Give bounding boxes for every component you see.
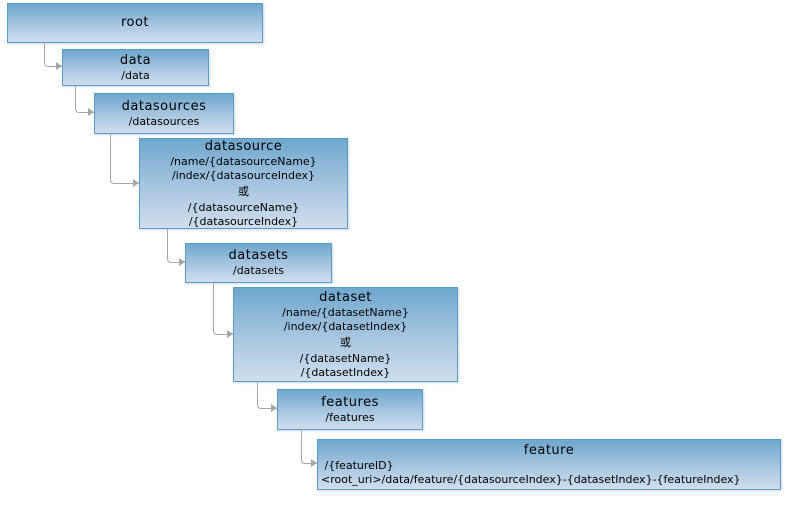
connector-data-datasources [75, 86, 94, 113]
node-path: /name/{datasourceName} [170, 154, 317, 168]
node-title: feature [523, 442, 575, 458]
node-path: /{datasourceName} [187, 200, 300, 214]
node-path: /data [121, 68, 150, 82]
node-data: data /data [62, 49, 209, 86]
connector-datasource-datasets [167, 229, 185, 263]
arrowhead-icon [56, 62, 62, 70]
node-title: features [321, 394, 379, 410]
node-title: datasource [204, 138, 283, 154]
node-path: /features [325, 410, 375, 424]
node-path: /datasets [232, 264, 285, 277]
node-title: dataset [319, 289, 372, 305]
connector-datasources-datasource [110, 134, 139, 184]
node-path: /index/{datasetIndex} [283, 319, 408, 333]
node-path: /{featureID} [321, 458, 394, 472]
node-path: /{datasetName} [299, 351, 392, 365]
arrowhead-icon [311, 459, 317, 467]
node-title: root [120, 15, 150, 30]
node-path: /{datasetIndex} [300, 365, 391, 379]
node-title: datasets [228, 248, 289, 263]
node-dataset: dataset /name/{datasetName} /index/{data… [233, 287, 458, 382]
node-path: /{datasourceIndex} [188, 214, 299, 228]
node-path: <root_uri>/data/feature/{datasourceIndex… [321, 472, 741, 486]
arrowhead-icon [227, 330, 233, 338]
arrowhead-icon [88, 108, 94, 116]
connector-datasets-dataset [213, 283, 233, 335]
node-datasources: datasources /datasources [94, 93, 234, 134]
node-features: features /features [277, 389, 423, 430]
connector-root-data [44, 43, 62, 67]
node-title: datasources [121, 98, 207, 114]
node-datasource: datasource /name/{datasourceName} /index… [139, 138, 348, 229]
node-title: data [119, 52, 152, 68]
connector-features-feature [301, 430, 317, 464]
node-feature: feature /{featureID} <root_uri>/data/fea… [317, 439, 781, 490]
node-path: /datasources [128, 114, 200, 128]
node-or-word: 或 [238, 184, 249, 198]
arrowhead-icon [133, 179, 139, 187]
arrowhead-icon [179, 258, 185, 266]
node-datasets: datasets /datasets [185, 243, 332, 283]
node-root: root [7, 3, 263, 43]
node-path: /name/{datasetName} [282, 305, 409, 319]
node-or-word: 或 [340, 335, 351, 349]
node-path: /index/{datasourceIndex} [171, 168, 316, 182]
connector-dataset-features [257, 382, 277, 409]
arrowhead-icon [271, 404, 277, 412]
